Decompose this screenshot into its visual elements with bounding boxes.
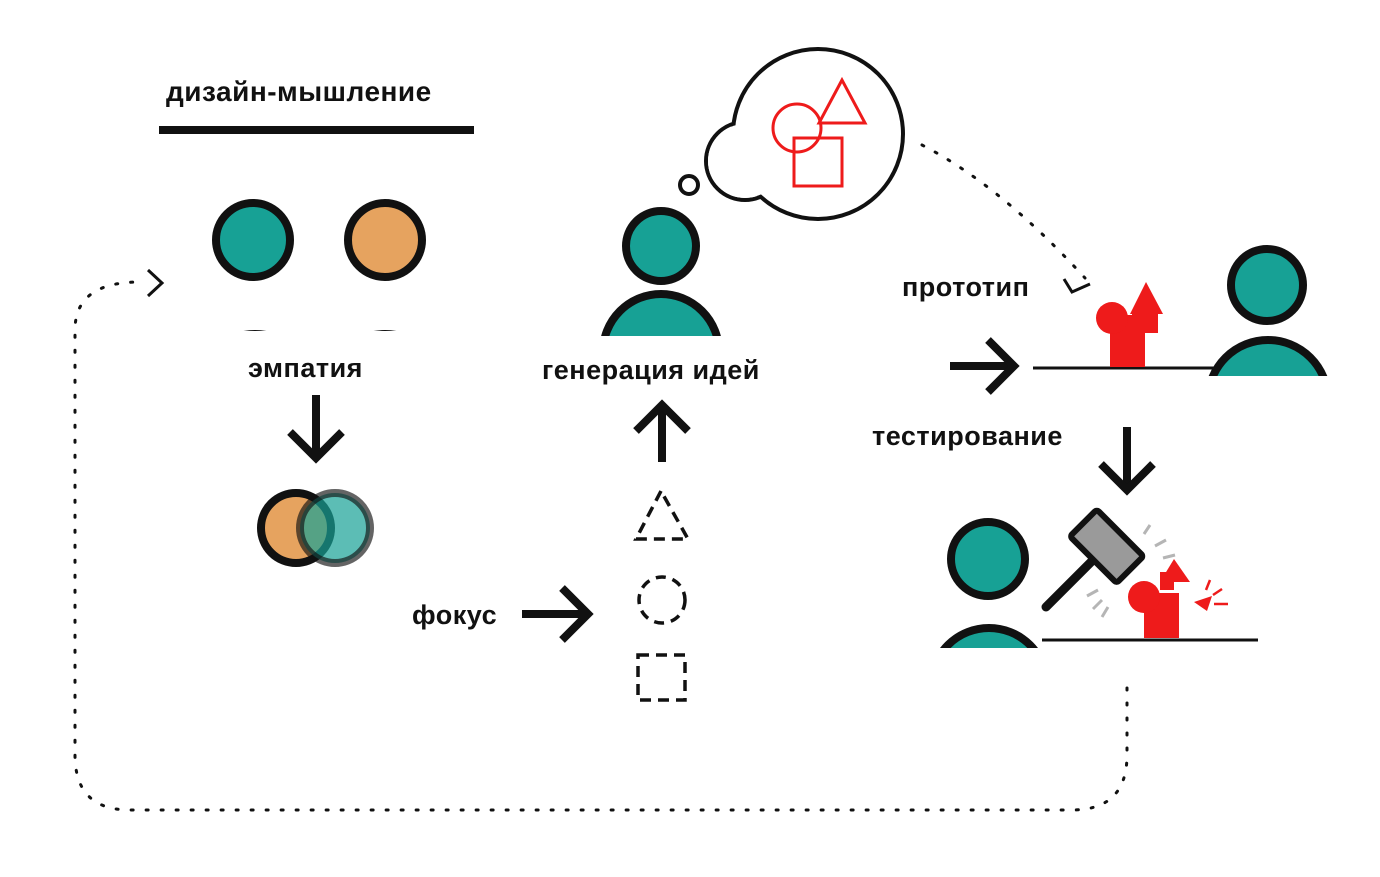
arrow-down-icon-testing xyxy=(1098,427,1156,496)
circle-icon xyxy=(637,575,687,625)
stage-label-prototype: прототип xyxy=(902,272,1030,302)
person-icon-focus-merged xyxy=(257,489,374,567)
person-icon-empathy-orange xyxy=(344,199,426,331)
idea-circle-icon xyxy=(771,102,823,154)
loop-arrowhead-icon xyxy=(146,268,165,298)
idea-triangle-icon xyxy=(816,76,868,125)
arrow-right-icon-prototype xyxy=(950,337,1020,395)
person-icon-empathy-teal xyxy=(212,199,294,331)
title-underline xyxy=(159,126,474,134)
person-icon-ideation xyxy=(601,207,721,336)
triangle-icon xyxy=(633,487,691,541)
diagram-title: дизайн-мышление xyxy=(166,76,432,107)
arrow-up-icon-ideation xyxy=(633,399,691,462)
dotted-idea-to-prototype xyxy=(920,143,1087,280)
hammer-icon xyxy=(1041,507,1146,612)
square-icon xyxy=(636,653,687,702)
prototype-arrowhead-icon xyxy=(1062,278,1091,294)
broken-prototype-icon xyxy=(1128,559,1212,638)
stage-label-testing: тестирование xyxy=(872,421,1063,451)
dotted-loop-arrow xyxy=(73,280,1129,812)
stage-label-focus: фокус xyxy=(412,600,498,630)
prototype-object-icon xyxy=(1096,282,1163,367)
impact-lines-gray xyxy=(1086,524,1176,618)
person-icon-testing xyxy=(940,518,1038,648)
thought-bubble-icon xyxy=(678,47,905,221)
person-icon-prototype xyxy=(1208,245,1328,376)
idea-square-icon xyxy=(792,136,844,188)
arrow-right-icon-focus xyxy=(522,585,594,643)
stage-label-empathy: эмпатия xyxy=(248,353,363,383)
stage-label-ideation: генерация идей xyxy=(542,355,760,385)
arrow-down-icon-empathy xyxy=(287,395,345,464)
impact-lines-red xyxy=(1204,579,1228,606)
